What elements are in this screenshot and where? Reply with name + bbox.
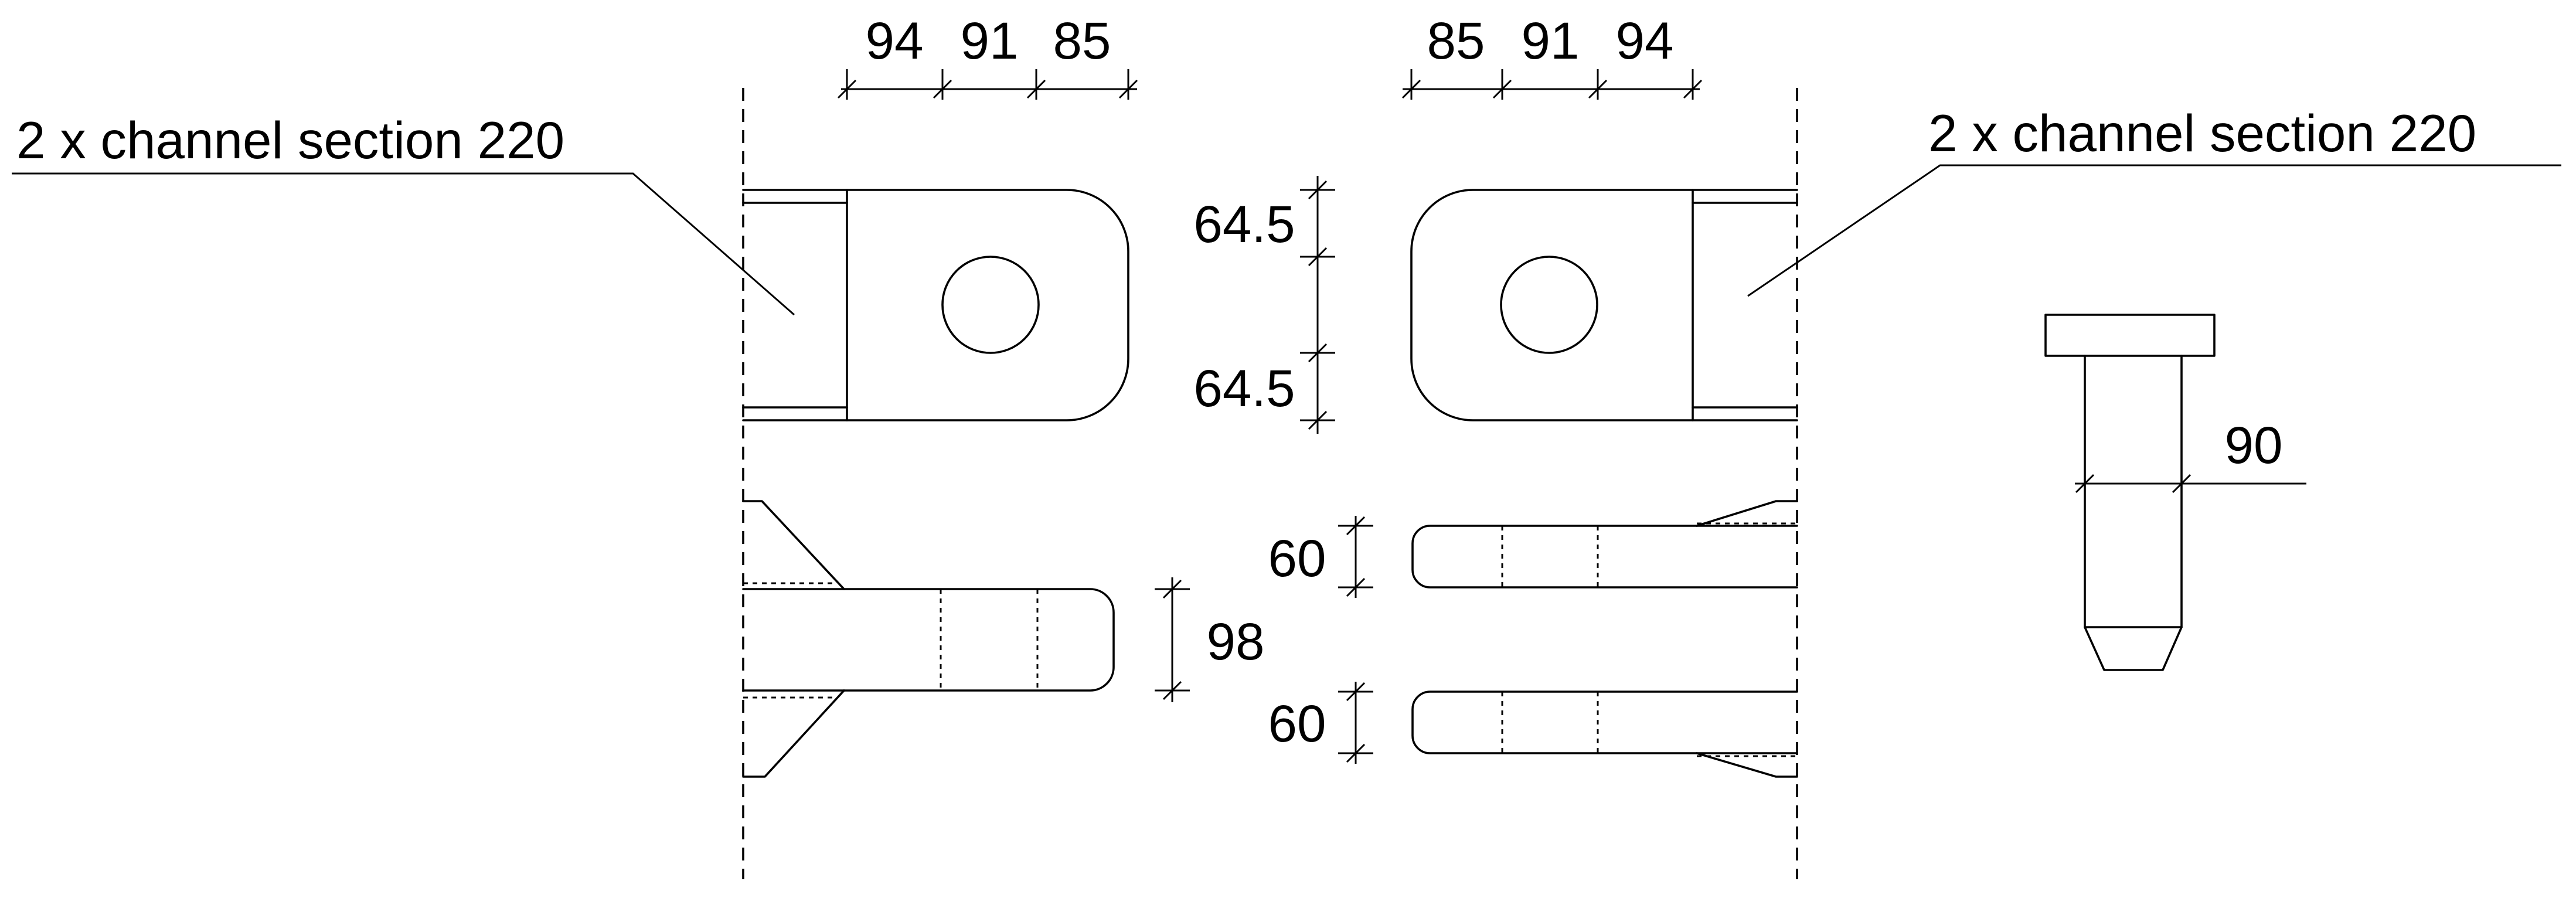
right-callout-leader (1747, 164, 2561, 297)
left-pin-hole (941, 256, 1040, 354)
left-callout: 2 x channel section 220 (12, 111, 795, 316)
dimension-60-lower: 60 (1268, 682, 1373, 764)
tick (1346, 516, 1366, 536)
tick (1492, 79, 1512, 99)
left-callout-label: 2 x channel section 220 (16, 111, 564, 169)
dim-label-64-5-upper: 64.5 (1193, 195, 1295, 253)
right-channel-lower-taper (1696, 752, 1798, 778)
right-fork-lower-plate (1411, 690, 1798, 754)
right-callout-label: 2 x channel section 220 (1928, 104, 2476, 162)
right-callout: 2 x channel section 220 (1747, 104, 2561, 297)
dim-label-90: 90 (2225, 416, 2283, 474)
tick (1346, 743, 1366, 763)
right-lug-plate (1410, 189, 1694, 421)
dim-label-91: 91 (1522, 11, 1580, 70)
left-lug-plan (742, 189, 1129, 421)
left-tongue-outline (742, 588, 1115, 692)
dim-label-94: 94 (1616, 11, 1674, 70)
right-lug-plan (1410, 189, 1798, 421)
tick (1346, 682, 1366, 702)
tick (1162, 681, 1182, 700)
tick (1162, 579, 1182, 599)
boundary-lines (742, 88, 1798, 879)
right-channel-upper-taper (1696, 500, 1798, 527)
dimension-eye: 64.5 64.5 (1193, 176, 1335, 434)
pin (2044, 314, 2216, 671)
pin-head (2044, 314, 2216, 357)
left-lug-plate (846, 189, 1129, 421)
dimension-pin-90: 90 (2075, 416, 2306, 494)
tick (1308, 410, 1328, 430)
tick (1118, 79, 1138, 99)
left-callout-leader (12, 172, 795, 316)
pin-shank (2084, 355, 2183, 671)
dim-label-85: 85 (1427, 11, 1485, 70)
dimension-98: 98 (1155, 577, 1265, 702)
dim-label-60-lower: 60 (1268, 694, 1326, 753)
dim-label-91: 91 (961, 11, 1019, 70)
tick (933, 79, 952, 99)
left-lug-elevation (742, 500, 1115, 778)
right-lug-elevation (1411, 500, 1798, 778)
tick (1346, 577, 1366, 597)
tick (1588, 79, 1608, 99)
right-fork-upper-plate (1411, 525, 1798, 589)
dim-label-64-5-lower: 64.5 (1193, 359, 1295, 417)
dimension-60-upper: 60 (1268, 516, 1373, 598)
tick (1683, 79, 1703, 99)
tick (2075, 474, 2095, 494)
left-channel-upper-taper (742, 500, 845, 590)
right-pin-hole (1500, 256, 1598, 354)
dim-label-60-upper: 60 (1268, 529, 1326, 587)
tick (2172, 474, 2192, 494)
left-channel-lower-taper (742, 689, 845, 778)
dim-label-85: 85 (1053, 11, 1111, 70)
dim-label-94: 94 (866, 11, 924, 70)
dimension-top-left: 94 91 85 (837, 11, 1138, 100)
tick (1026, 79, 1046, 99)
tick (837, 79, 857, 99)
dimension-top-right: 85 91 94 (1401, 11, 1703, 100)
tick (1308, 180, 1328, 200)
tick (1401, 79, 1421, 99)
dim-label-98: 98 (1207, 612, 1265, 671)
